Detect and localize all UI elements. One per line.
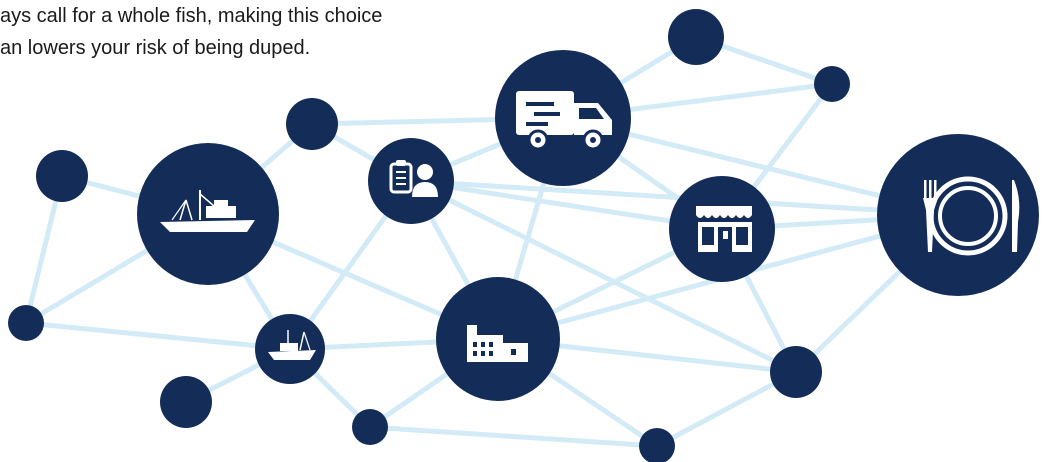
- factory-node: [436, 277, 560, 401]
- storefront-node: [669, 176, 775, 282]
- dining-node: [877, 134, 1039, 296]
- delivery-truck-icon: [516, 91, 612, 151]
- plate-fork-knife-icon: [923, 176, 1020, 256]
- dot-node: [36, 150, 88, 202]
- caption-line-2: an lowers your risk of being duped.: [0, 37, 311, 59]
- small-boat-node: [255, 314, 325, 384]
- network-edge: [23, 320, 293, 352]
- dot-node: [286, 98, 338, 150]
- storefront-icon: [696, 206, 752, 252]
- network-edge: [367, 424, 660, 449]
- dot-node: [160, 376, 212, 428]
- dot-node: [352, 409, 388, 445]
- caption-text: ays call for a whole fish, making this c…: [0, 0, 420, 64]
- dot-node: [8, 305, 44, 341]
- dot-node: [668, 9, 724, 65]
- inspector-clipboard-icon: [389, 160, 438, 197]
- fishing-vessel-icon: [160, 190, 255, 232]
- delivery-truck-node: [495, 50, 631, 186]
- dot-node: [770, 346, 822, 398]
- network-edge: [654, 369, 799, 449]
- caption-line-1: ays call for a whole fish, making this c…: [0, 5, 383, 27]
- inspector-node: [368, 138, 454, 224]
- network-edge: [408, 178, 799, 375]
- network-nodes: [8, 9, 1039, 462]
- dot-node: [814, 66, 850, 102]
- dot-node: [639, 428, 675, 462]
- fishing-vessel-node: [137, 143, 279, 285]
- factory-icon: [467, 325, 528, 362]
- small-fishing-boat-icon: [268, 330, 316, 360]
